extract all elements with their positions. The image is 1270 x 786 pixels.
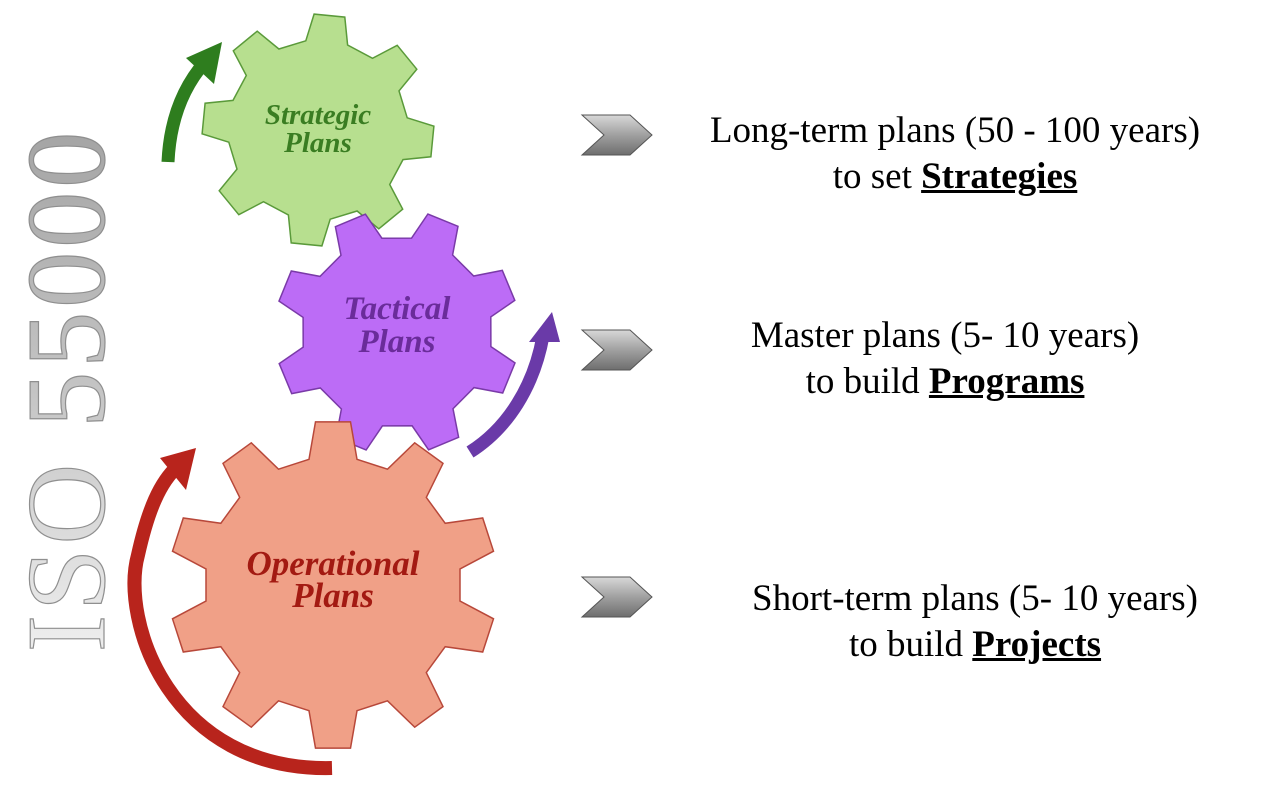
description-keyword: Strategies <box>921 156 1078 198</box>
gear-shape <box>201 13 435 247</box>
gear-shape <box>278 213 516 451</box>
gear-label-line2: Plans <box>291 576 374 615</box>
gear-label-line1: Strategic <box>265 99 371 131</box>
gear-label-line2: Plans <box>357 324 435 360</box>
gear-strategic: Strategic Plans <box>201 13 435 247</box>
gear-operational: Operational Plans <box>171 421 495 749</box>
description-line1: Master plans (5- 10 years) <box>750 315 1140 356</box>
description-line1: Long-term plans (50 - 100 years) <box>709 110 1201 151</box>
description-line2: to build Programs <box>640 359 1250 405</box>
gear-label-line2: Plans <box>283 127 352 159</box>
chevron-arrow-icon <box>580 329 653 371</box>
description-tactical: Master plans (5- 10 years) to build Prog… <box>640 313 1250 406</box>
description-line2: to build Projects <box>670 622 1270 668</box>
description-operational: Short-term plans (5- 10 years) to build … <box>670 576 1270 669</box>
gear-label-line1: Tactical <box>344 291 452 327</box>
chevron-arrow-icon <box>580 114 653 156</box>
iso-title: ISO 55000 <box>5 128 129 652</box>
chevron-arrow-icon <box>580 576 653 618</box>
green-cycle-arrow <box>161 42 222 163</box>
description-strategic: Long-term plans (50 - 100 years) to set … <box>655 108 1255 201</box>
description-line2: to set Strategies <box>655 154 1255 200</box>
red-cycle-arrow <box>127 448 333 776</box>
description-keyword: Projects <box>972 624 1102 666</box>
description-prefix: to set <box>832 156 922 198</box>
purple-cycle-arrow <box>466 312 560 458</box>
description-line1: Short-term plans (5- 10 years) <box>752 578 1198 619</box>
description-keyword: Programs <box>928 361 1085 403</box>
description-prefix: to build <box>848 624 973 666</box>
gear-label-line1: Operational <box>246 544 419 583</box>
description-prefix: to build <box>805 361 929 403</box>
gear-tactical: Tactical Plans <box>278 213 516 451</box>
gear-shape <box>171 421 495 749</box>
